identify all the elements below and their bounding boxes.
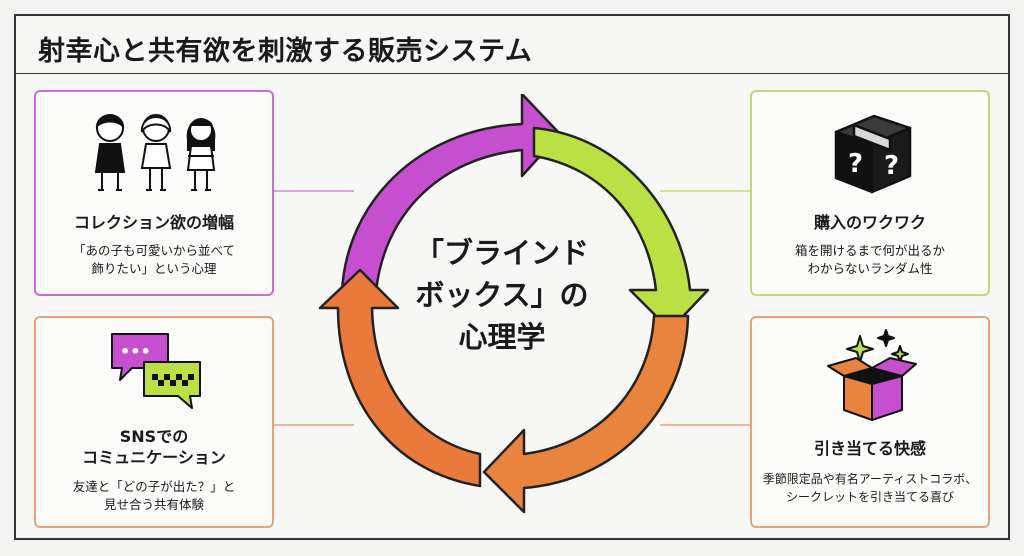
card-sns: ••• SNSでの コミュニケーション 友達と「どの子が出た？」と 見せ合う共有… [34, 316, 274, 528]
card-excitement-title: 購入のワクワク [813, 213, 926, 232]
card-sns-title: SNSでの コミュニケーション [82, 427, 226, 467]
center-title: 「ブラインド ボックス」の 心理学 [414, 236, 589, 354]
connector-sns [274, 424, 354, 426]
card-pleasure-title: 引き当てる快感 [813, 439, 926, 458]
chat-bubbles-icon: ••• [111, 333, 201, 409]
page-title: 射幸心と共有欲を刺激する販売システム [38, 36, 533, 67]
connector-pleasure [660, 424, 750, 426]
connector-collection [274, 190, 354, 192]
svg-text:?: ? [848, 149, 863, 179]
cycle-arrows [318, 94, 710, 514]
card-collection: コレクション欲の増幅 「あの子も可愛いから並べて 飾りたい」という心理 [34, 90, 274, 296]
connector-excitement [660, 190, 750, 192]
arrow-orange-left [318, 268, 482, 488]
card-collection-desc: 「あの子も可愛いから並べて 飾りたい」という心理 [72, 243, 235, 276]
three-figures-icon [94, 114, 216, 191]
arrow-magenta [340, 94, 562, 294]
mystery-box-icon: ? ? [834, 114, 912, 194]
card-collection-title: コレクション欲の増幅 [73, 213, 234, 232]
arrow-orange-right [482, 314, 690, 514]
card-pleasure: 引き当てる快感 季節限定品や有名アーティストコラボ、 シークレットを引き当てる喜… [750, 316, 990, 528]
card-sns-desc: 友達と「どの子が出た？」と 見せ合う共有体験 [72, 479, 236, 512]
open-box-sparkle-icon [827, 329, 917, 421]
card-excitement-desc: 箱を開けるまで何が出るか わからないランダム性 [794, 243, 945, 276]
svg-text:•••: ••• [120, 342, 151, 361]
card-pleasure-desc: 季節限定品や有名アーティストコラボ、 シークレットを引き当てる喜び [762, 472, 978, 504]
arrow-lime [532, 126, 710, 332]
card-excitement: ? ? 購入のワクワク 箱を開けるまで何が出るか わからないランダム性 [750, 90, 990, 296]
svg-text:?: ? [884, 151, 899, 181]
header-banner: 射幸心と共有欲を刺激する販売システム [14, 14, 1010, 76]
